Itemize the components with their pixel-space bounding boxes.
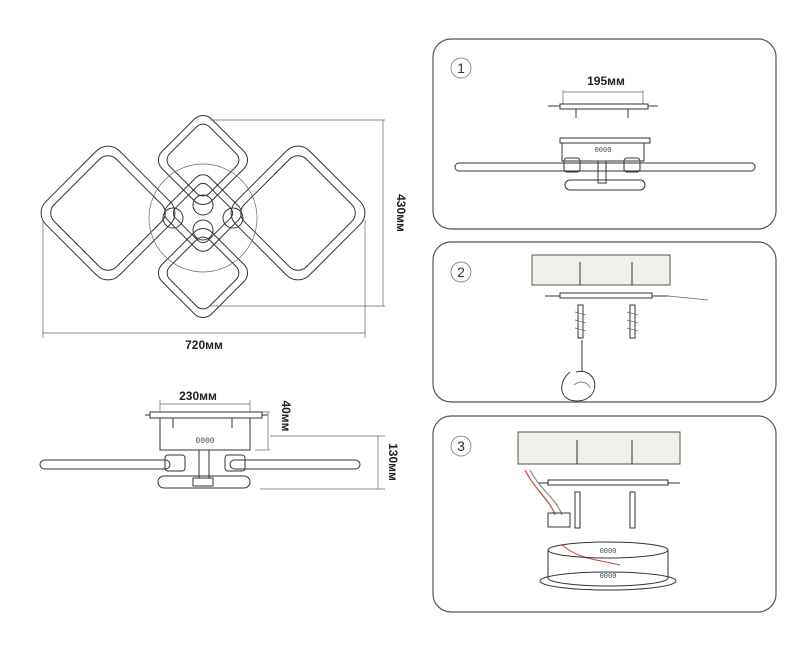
base-width-label: 230мм: [179, 389, 217, 403]
step-3-code-a: 0000: [600, 548, 617, 556]
height-label: 430мм: [394, 194, 408, 232]
height-dimension: 430мм: [210, 119, 408, 307]
fixture-top-view: [40, 114, 366, 319]
step-1-number: 1: [457, 60, 465, 76]
base-height-dimension: 40мм: [255, 400, 293, 451]
width-label: 720мм: [185, 338, 223, 352]
fixture-side-view: 0000: [39, 411, 361, 489]
base-code: 0000: [195, 437, 214, 446]
total-height-label: 130мм: [386, 443, 400, 481]
step-2-number: 2: [457, 264, 465, 280]
bracket-spacing-label: 195мм: [587, 74, 625, 88]
width-dimension: 720мм: [42, 220, 366, 352]
step-3-panel: 3 0000 0000: [432, 415, 777, 613]
step-1-code: 0000: [595, 147, 612, 155]
base-width-dimension: 230мм: [159, 389, 251, 412]
step-3-number: 3: [457, 438, 465, 454]
total-height-dimension: 130мм: [260, 435, 400, 490]
step-3-code-b: 0000: [600, 573, 617, 581]
step-1-panel: 1 195мм 0000: [432, 38, 777, 230]
base-height-label: 40мм: [279, 400, 293, 431]
step-2-panel: 2: [432, 241, 777, 403]
